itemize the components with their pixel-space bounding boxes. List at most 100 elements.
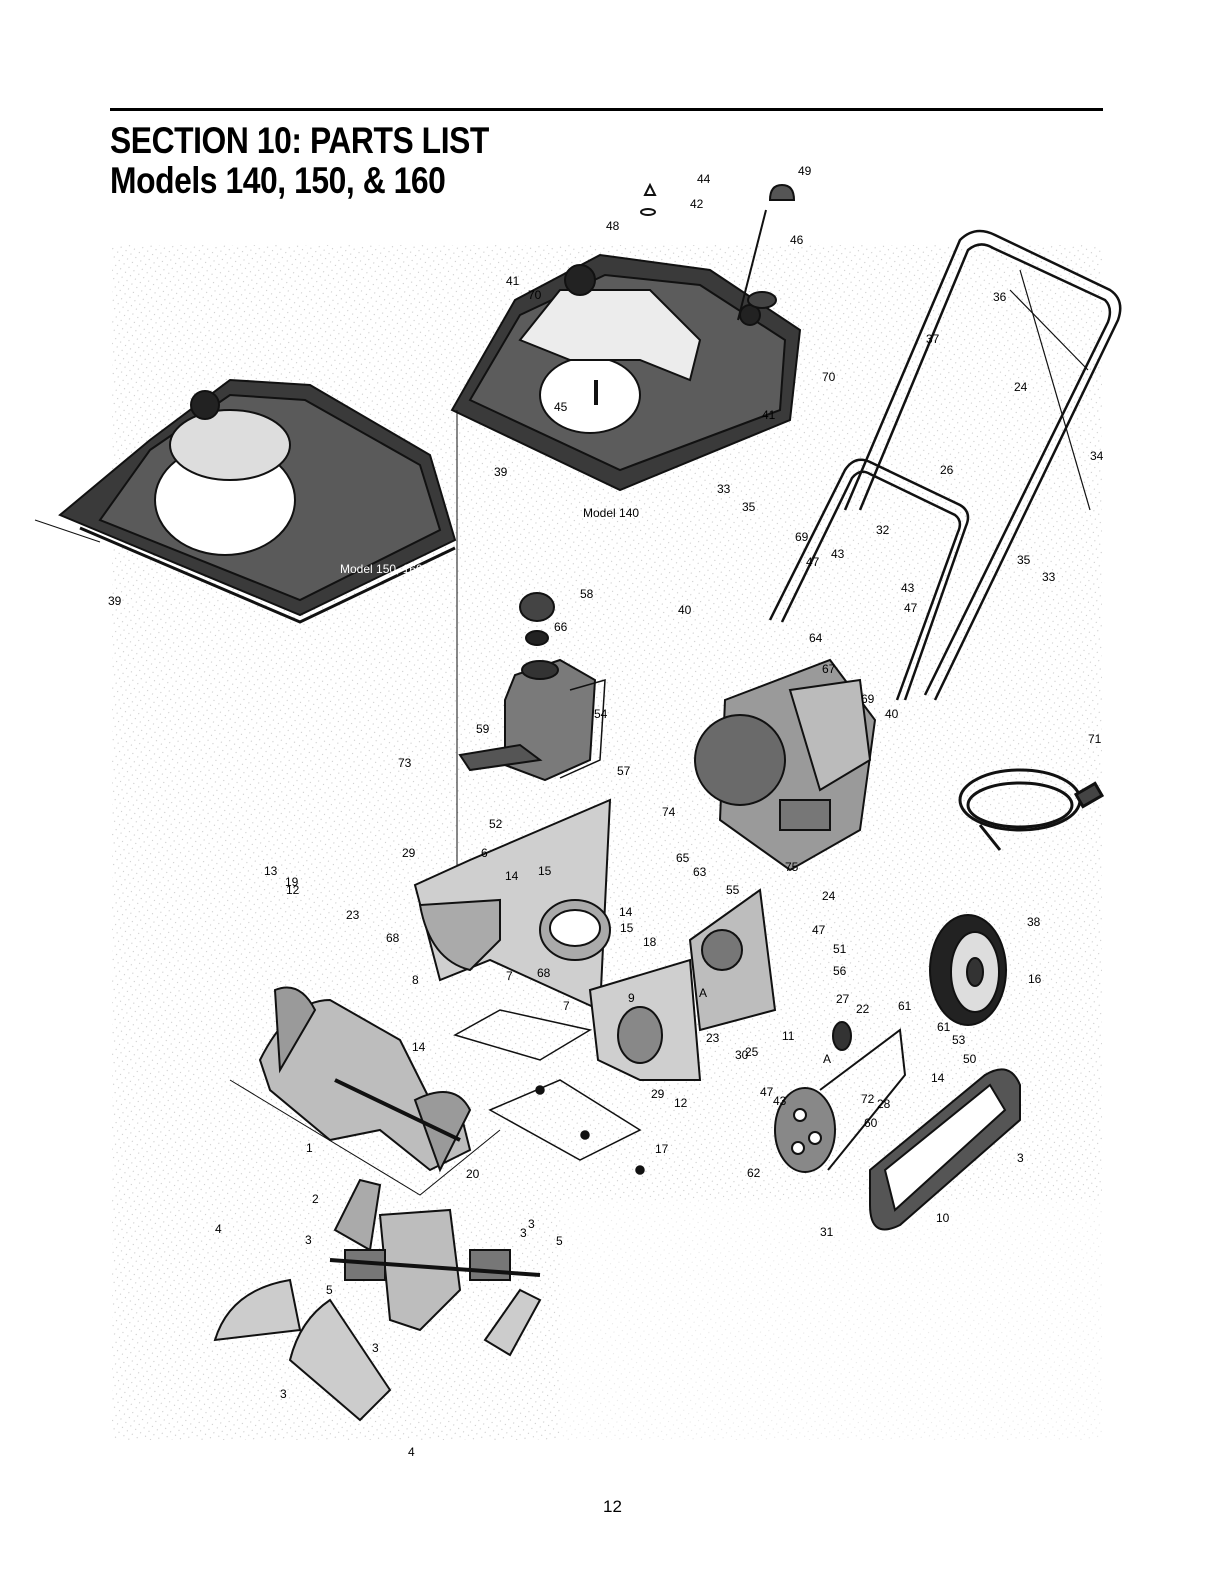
part-label: 15 bbox=[620, 921, 634, 935]
part-label: 72 bbox=[861, 1092, 875, 1106]
housing-model-150-160 bbox=[34, 378, 457, 624]
part-label: 12 bbox=[674, 1096, 688, 1110]
callout-model-140: Model 140 bbox=[583, 506, 639, 520]
section-title: SECTION 10: PARTS LIST bbox=[110, 120, 489, 161]
part-label: 42 bbox=[690, 197, 704, 211]
auger-paddles-exploded bbox=[213, 1178, 542, 1422]
part-label: 20 bbox=[466, 1167, 480, 1181]
part-label: 69 bbox=[861, 692, 875, 706]
part-label: 8 bbox=[412, 973, 419, 987]
part-label: 68 bbox=[386, 931, 400, 945]
part-label: 52 bbox=[489, 817, 503, 831]
part-label: 41 bbox=[762, 408, 776, 422]
part-label: 43 bbox=[831, 547, 845, 561]
part-label: 9 bbox=[628, 991, 635, 1005]
part-label: 30 bbox=[735, 1048, 749, 1062]
part-label: 39 bbox=[494, 465, 508, 479]
part-label: 4 bbox=[215, 1222, 222, 1236]
part-label: 3 bbox=[1017, 1151, 1024, 1165]
part-label: 4 bbox=[408, 1445, 415, 1459]
part-label: 33 bbox=[717, 482, 731, 496]
part-label: A bbox=[699, 986, 707, 1000]
models-title: Models 140, 150, & 160 bbox=[110, 160, 446, 201]
part-label: 35 bbox=[1017, 553, 1031, 567]
part-label: 36 bbox=[993, 290, 1007, 304]
part-label: 61 bbox=[937, 1020, 951, 1034]
part-label: 14 bbox=[505, 869, 519, 883]
part-label: 74 bbox=[662, 805, 676, 819]
part-label: 27 bbox=[836, 992, 850, 1006]
extension-cord bbox=[958, 768, 1105, 851]
auger-frame bbox=[413, 798, 777, 1081]
part-label: 15 bbox=[538, 864, 552, 878]
part-label: 62 bbox=[747, 1166, 761, 1180]
part-label: 12 bbox=[286, 883, 300, 897]
engine bbox=[694, 658, 877, 872]
part-label: 51 bbox=[833, 942, 847, 956]
part-label: 40 bbox=[678, 603, 692, 617]
part-label: 5 bbox=[556, 1234, 563, 1248]
part-label: 23 bbox=[346, 908, 360, 922]
part-label: 5 bbox=[326, 1283, 333, 1297]
part-label: 43 bbox=[901, 581, 915, 595]
part-label: 7 bbox=[563, 999, 570, 1013]
part-label: 71 bbox=[1088, 732, 1102, 746]
part-label: 38 bbox=[1027, 915, 1041, 929]
housing-model-140 bbox=[450, 253, 802, 880]
part-label: 54 bbox=[594, 707, 608, 721]
shave-plate-hardware bbox=[453, 1009, 645, 1175]
part-label: 44 bbox=[697, 172, 711, 186]
part-label: 3 bbox=[280, 1387, 287, 1401]
part-label: 3 bbox=[520, 1226, 527, 1240]
part-label: 3 bbox=[528, 1217, 535, 1231]
part-label: 61 bbox=[898, 999, 912, 1013]
part-label: 2 bbox=[312, 1192, 319, 1206]
part-label: 18 bbox=[643, 935, 657, 949]
fuel-tank bbox=[458, 592, 606, 782]
part-label: 48 bbox=[606, 219, 620, 233]
part-label: A bbox=[823, 1052, 831, 1066]
part-label: 11 bbox=[782, 1029, 795, 1043]
page-number: 12 bbox=[603, 1497, 622, 1516]
part-label: 22 bbox=[856, 1002, 870, 1016]
part-label: 37 bbox=[926, 332, 940, 346]
callout-model-150-160: Model 150, 160 bbox=[340, 562, 423, 576]
part-label: 46 bbox=[790, 233, 804, 247]
white-clear-area bbox=[560, 1200, 1110, 1460]
part-label: 68 bbox=[537, 966, 551, 980]
part-label: 49 bbox=[798, 164, 812, 178]
part-label: 31 bbox=[820, 1225, 834, 1239]
drive-pulley bbox=[774, 1021, 907, 1173]
part-label: 57 bbox=[617, 764, 631, 778]
part-label: 55 bbox=[726, 883, 740, 897]
part-label: 23 bbox=[706, 1031, 720, 1045]
part-label: 26 bbox=[940, 463, 954, 477]
part-label: 73 bbox=[398, 756, 412, 770]
part-label: 58 bbox=[580, 587, 594, 601]
part-label: 29 bbox=[402, 846, 416, 860]
part-label: 33 bbox=[1042, 570, 1056, 584]
part-label: 70 bbox=[822, 370, 836, 384]
part-label: 34 bbox=[1090, 449, 1104, 463]
part-label: 14 bbox=[412, 1040, 426, 1054]
part-label: 28 bbox=[877, 1097, 891, 1111]
part-label: 63 bbox=[693, 865, 707, 879]
part-label: 45 bbox=[554, 400, 568, 414]
part-label: 69 bbox=[795, 530, 809, 544]
part-label: 17 bbox=[655, 1142, 669, 1156]
belt-cover bbox=[869, 1068, 1021, 1231]
part-label: 14 bbox=[931, 1071, 945, 1085]
auger-rotor bbox=[229, 986, 501, 1196]
part-label: 75 bbox=[785, 860, 799, 874]
wheel bbox=[929, 914, 1007, 1026]
part-label: 24 bbox=[1014, 380, 1028, 394]
part-label: 19 bbox=[285, 875, 299, 889]
part-label: 29 bbox=[651, 1087, 665, 1101]
part-label: 40 bbox=[885, 707, 899, 721]
part-label: 50 bbox=[963, 1052, 977, 1066]
part-label: 32 bbox=[876, 523, 890, 537]
part-label: 39 bbox=[108, 594, 122, 608]
part-label: 6 bbox=[481, 846, 488, 860]
part-label: 47 bbox=[812, 923, 826, 937]
